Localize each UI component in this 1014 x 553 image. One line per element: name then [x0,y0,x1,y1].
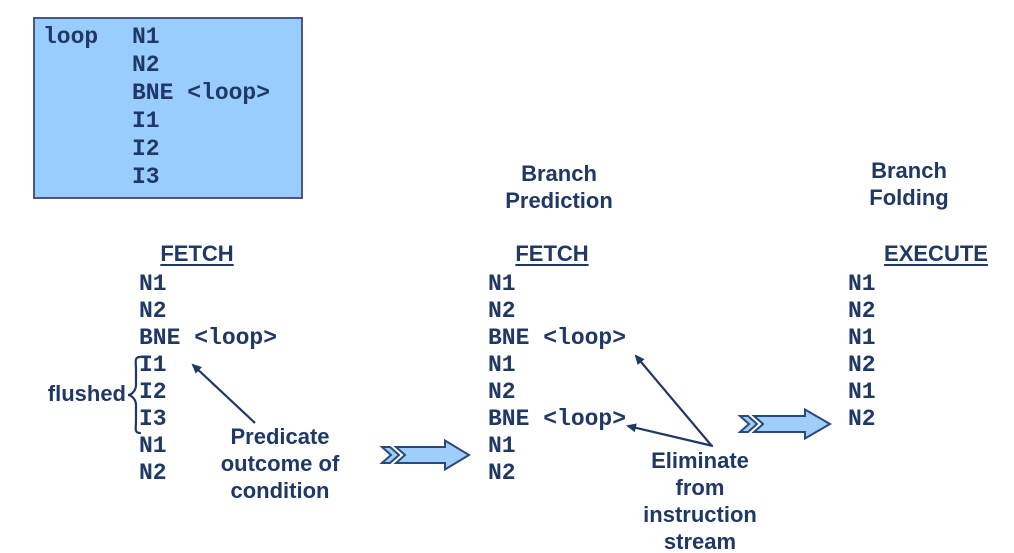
code-line: I1 [132,108,160,134]
instruction: N1 [848,271,876,297]
instruction: I1 [139,352,167,378]
annotation-line: from [675,475,725,500]
instruction: N2 [139,460,167,486]
instruction: N2 [488,298,516,324]
flow-arrow-middle-to-right-icon [737,407,832,441]
instruction: N1 [848,325,876,351]
instruction: BNE <loop> [488,406,627,432]
instruction: N1 [488,433,516,459]
code-line: N2 [132,52,160,78]
instruction: BNE <loop> [488,325,627,351]
instruction: N2 [139,298,167,324]
instruction: I2 [139,379,167,405]
loop-code-box: loop N1 N2 BNE <loop> I1 I2 I3 [33,17,303,199]
title-line: Branch [871,158,947,183]
loop-label: loop [43,24,99,50]
annotation-line: stream [663,529,737,553]
heading-text: EXECUTE [884,241,988,266]
instruction: BNE <loop> [139,325,278,351]
fetch-list-middle: N1 N2 BNE <loop> N1 N2 BNE <loop> N1 N2 [488,271,626,487]
annotation-line: instruction [643,502,757,527]
predicate-annotation: Predicate outcome of condition [180,423,380,504]
branch-prediction-title: Branch Prediction [459,160,659,214]
instruction: N1 [488,352,516,378]
eliminate-arrow-upper [634,354,712,446]
instruction: N2 [488,379,516,405]
annotation-line: outcome of [220,451,340,476]
heading-text: FETCH [160,241,234,266]
instruction: N2 [848,406,876,432]
branch-folding-title: Branch Folding [809,157,1009,211]
instruction: I3 [139,406,167,432]
instruction: N2 [848,352,876,378]
code-line: I3 [132,164,160,190]
flushed-label: flushed [47,381,126,406]
flow-arrow-left-to-middle-icon [379,438,471,472]
instruction: N1 [139,433,167,459]
code-line: I2 [132,136,160,162]
fetch-list-left: N1 N2 BNE <loop> I1 I2 I3 N1 N2 [139,271,277,487]
fetch-heading-left: FETCH [97,240,297,267]
code-line: BNE <loop> [132,80,271,106]
title-line: Prediction [505,188,613,213]
annotation-line: Predicate [230,424,330,449]
fetch-heading-middle: FETCH [452,240,652,267]
code-line: N1 [132,24,160,50]
instruction: N1 [488,271,516,297]
heading-text: FETCH [515,241,589,266]
title-line: Branch [521,161,597,186]
instruction: N1 [848,379,876,405]
instruction: N2 [848,298,876,324]
execute-heading: EXECUTE [836,240,1014,267]
instruction: N1 [139,271,167,297]
annotation-line: condition [230,478,330,503]
annotation-line: Eliminate [651,448,749,473]
eliminate-annotation: Eliminate from instruction stream [600,447,800,553]
eliminate-arrow-lower [626,423,714,448]
instruction: N2 [488,460,516,486]
execute-list: N1 N2 N1 N2 N1 N2 [848,271,876,433]
title-line: Folding [869,185,949,210]
